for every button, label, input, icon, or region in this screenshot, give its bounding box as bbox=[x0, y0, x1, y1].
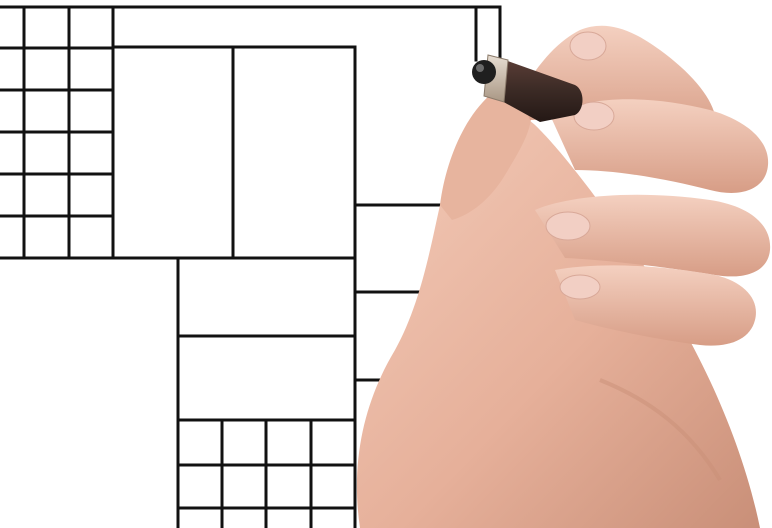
marker-tip bbox=[472, 60, 496, 84]
marker-tip-highlight bbox=[476, 64, 484, 72]
little-nail bbox=[560, 275, 600, 299]
ring-nail bbox=[546, 212, 590, 240]
index-nail bbox=[570, 32, 606, 60]
